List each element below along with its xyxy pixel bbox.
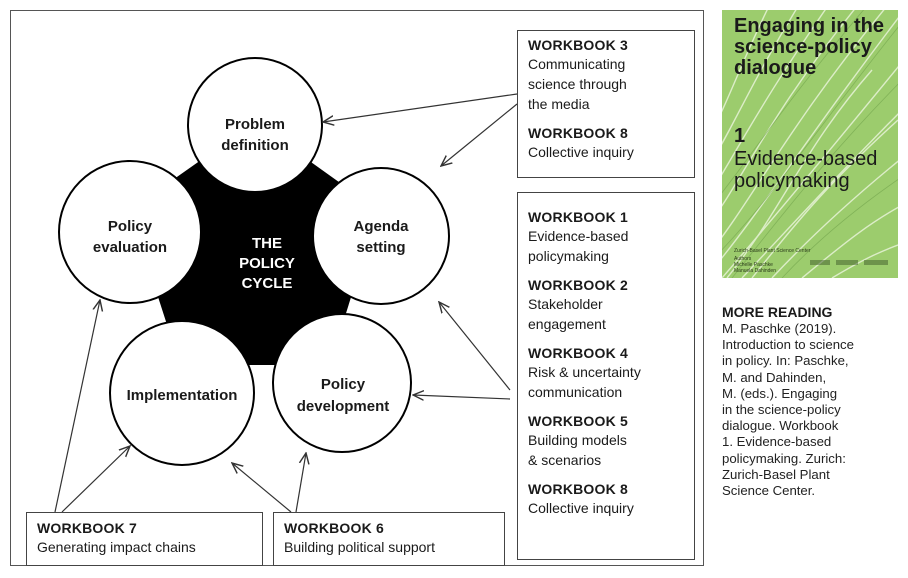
stage-circle-policy-evaluation xyxy=(58,160,202,304)
workbook-title: WORKBOOK 8 xyxy=(528,481,628,497)
cover-authors-label: Authors xyxy=(734,256,752,262)
leaf-pattern xyxy=(722,10,898,278)
workbook-8b-item: WORKBOOK 8 Collective inquiry xyxy=(528,480,684,518)
workbook-2-item: WORKBOOK 2 Stakeholder engagement xyxy=(528,276,684,334)
arrow-wb7-to-implementation xyxy=(61,446,130,513)
workbook-text: Collective inquiry xyxy=(528,144,634,160)
more-reading-line: M. and Dahinden, xyxy=(722,369,827,385)
workbook-title: WORKBOOK 3 xyxy=(528,37,628,53)
workbook-cover-image: Engaging in the science-policy dialogue … xyxy=(722,10,898,278)
more-reading-section: MORE READING M. Paschke (2019). Introduc… xyxy=(722,303,906,499)
workbook-1-item: WORKBOOK 1 Evidence-based policymaking xyxy=(528,208,684,266)
workbook-text: engagement xyxy=(528,316,606,332)
workbook-title: WORKBOOK 4 xyxy=(528,345,628,361)
workbook-text: Building political support xyxy=(284,539,435,555)
workbook-title: WORKBOOK 1 xyxy=(528,209,628,225)
workbook-text: Building models xyxy=(528,432,627,448)
cycle-center-line-3: CYCLE xyxy=(242,275,293,292)
workbook-text: the media xyxy=(528,96,590,112)
logo-placeholder xyxy=(836,260,858,265)
stage-circle-implementation xyxy=(109,320,255,466)
workbook-title: WORKBOOK 6 xyxy=(284,520,384,536)
stage-label-agenda-setting-2: setting xyxy=(356,239,405,256)
more-reading-line: M. (eds.). Engaging xyxy=(722,385,838,401)
cover-publisher-text: Zurich-Basel Plant Science Center xyxy=(734,248,811,254)
cover-number: 1 xyxy=(734,125,746,147)
workbook-text: & scenarios xyxy=(528,452,602,468)
arrow-right-to-agenda-setting xyxy=(439,302,511,391)
arrow-wb6-to-implementation xyxy=(232,463,292,513)
workbook-8-item: WORKBOOK 8 Collective inquiry xyxy=(528,124,684,162)
cover-author: Michelle Paschke xyxy=(734,262,773,268)
arrow-wb3-to-problem-definition xyxy=(323,93,518,122)
cover-subtitle-line: policymaking xyxy=(734,170,850,192)
stage-label-policy-evaluation-2: evaluation xyxy=(93,239,167,256)
workbook-text: communication xyxy=(528,384,623,400)
more-reading-line: 1. Evidence-based xyxy=(722,434,832,450)
workbook-text: Generating impact chains xyxy=(37,539,196,555)
stage-label-policy-development-1: Policy xyxy=(321,376,366,393)
workbook-box-top-right: WORKBOOK 3 Communicating science through… xyxy=(517,30,695,178)
arrow-wb6-to-policy-development xyxy=(295,453,306,513)
stage-circle-policy-development xyxy=(272,313,412,453)
stage-label-problem-definition-2: definition xyxy=(221,137,289,154)
stage-label-implementation: Implementation xyxy=(127,387,238,404)
workbook-text: Evidence-based xyxy=(528,228,629,244)
more-reading-line: in policy. In: Paschke, xyxy=(722,353,849,369)
workbook-box-right: WORKBOOK 1 Evidence-based policymaking W… xyxy=(517,192,695,560)
arrow-wb8-to-agenda-setting xyxy=(441,103,518,166)
more-reading-line: policymaking. Zurich: xyxy=(722,450,846,466)
workbook-box-bottom-left: WORKBOOK 7 Generating impact chains xyxy=(26,512,263,566)
more-reading-line: in the science-policy xyxy=(722,402,841,418)
stage-circle-agenda-setting xyxy=(312,167,450,305)
arrow-wb7-to-policy-evaluation xyxy=(54,300,100,513)
more-reading-line: Science Center. xyxy=(722,483,816,499)
cover-subtitle: Evidence-based policymaking xyxy=(734,148,877,192)
cover-logos xyxy=(810,258,894,268)
cover-title-line: Engaging in the xyxy=(734,15,884,37)
workbook-3-item: WORKBOOK 3 Communicating science through… xyxy=(528,36,684,114)
more-reading-line: Introduction to science xyxy=(722,337,854,353)
more-reading-title: MORE READING xyxy=(722,304,833,320)
arrow-right-to-policy-development xyxy=(413,395,511,399)
workbook-title: WORKBOOK 8 xyxy=(528,125,628,141)
stage-label-agenda-setting-1: Agenda xyxy=(353,218,409,235)
workbook-text: Communicating xyxy=(528,56,626,72)
cycle-center-line-1: THE xyxy=(252,235,282,252)
more-reading-line: M. Paschke (2019). xyxy=(722,321,837,336)
cycle-hub xyxy=(130,122,378,365)
stage-label-problem-definition-1: Problem xyxy=(225,116,285,133)
workbook-text: Collective inquiry xyxy=(528,500,634,516)
workbook-box-bottom-middle: WORKBOOK 6 Building political support xyxy=(273,512,505,566)
workbook-text: Risk & uncertainty xyxy=(528,364,641,380)
cycle-center-line-2: POLICY xyxy=(239,255,295,272)
cover-title: Engaging in the science-policy dialogue xyxy=(734,16,884,79)
more-reading-line: Zurich-Basel Plant xyxy=(722,466,830,482)
logo-placeholder xyxy=(810,260,830,265)
workbook-4-item: WORKBOOK 4 Risk & uncertainty communicat… xyxy=(528,344,684,402)
workbook-text: science through xyxy=(528,76,627,92)
cover-subtitle-line: Evidence-based xyxy=(734,148,878,170)
workbook-text: Stakeholder xyxy=(528,296,603,312)
cover-author: Manuela Dahinden xyxy=(734,268,776,274)
cover-title-line: dialogue xyxy=(734,57,817,79)
workbook-text: policymaking xyxy=(528,248,609,264)
workbook-title: WORKBOOK 7 xyxy=(37,520,137,536)
workbook-title: WORKBOOK 5 xyxy=(528,413,628,429)
more-reading-line: dialogue. Workbook xyxy=(722,418,839,434)
workbook-title: WORKBOOK 2 xyxy=(528,277,628,293)
workbook-5-item: WORKBOOK 5 Building models & scenarios xyxy=(528,412,684,470)
stage-label-policy-evaluation-1: Policy xyxy=(108,218,153,235)
logo-placeholder xyxy=(864,260,888,265)
cover-title-line: science-policy xyxy=(734,36,872,58)
stage-label-policy-development-2: development xyxy=(297,398,390,415)
